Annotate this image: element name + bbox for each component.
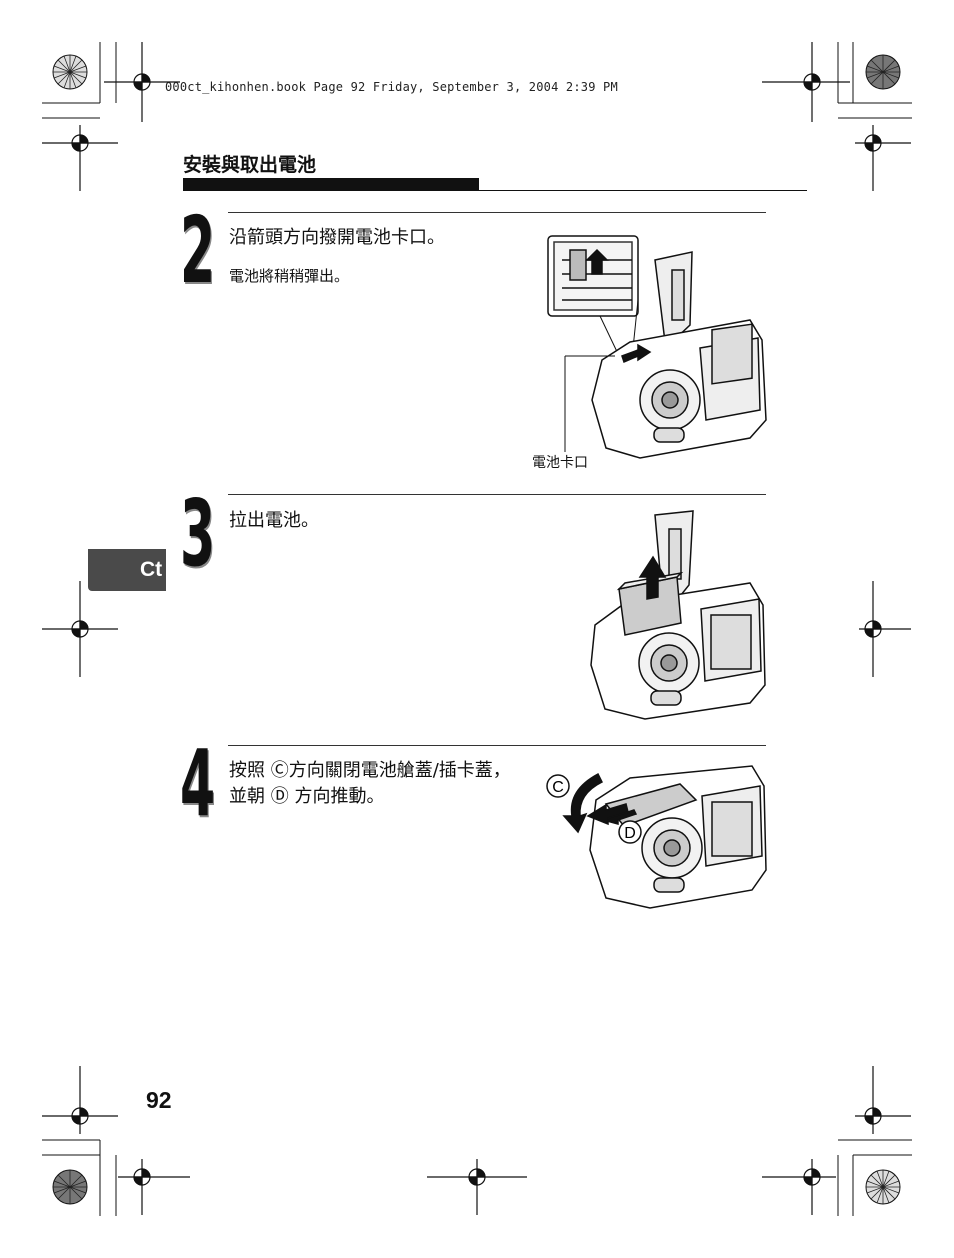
step-2-text: 沿箭頭方向撥開電池卡口。 — [229, 227, 445, 248]
step-3-text: 拉出電池。 — [229, 510, 319, 531]
section-title: 安裝與取出電池 — [183, 154, 317, 176]
title-bar — [183, 178, 479, 191]
camera-illustration-step-2 — [547, 235, 767, 459]
step-3-number: 3 — [180, 480, 216, 587]
step-2-rule — [228, 212, 766, 213]
camera-illustration-step-3 — [590, 510, 766, 720]
camera-illustration-step-4: C D — [546, 765, 767, 909]
callout-battery-latch: 電池卡口 — [532, 455, 588, 471]
title-rule — [479, 190, 807, 191]
print-header: 000ct_kihonhen.book Page 92 Friday, Sept… — [165, 80, 618, 94]
step-2-subtext: 電池將稍稍彈出。 — [229, 267, 350, 285]
step-4-number: 4 — [180, 730, 216, 837]
step-4-line-2: 並朝 Ⓓ 方向推動。 — [229, 786, 385, 807]
chapter-tab — [88, 549, 166, 591]
step-4-rule — [228, 745, 766, 746]
marker-d: D — [624, 825, 636, 842]
step-2-number: 2 — [180, 197, 216, 304]
step-4-line-1: 按照 Ⓒ方向關閉電池艙蓋/插卡蓋， — [229, 760, 511, 781]
page-number: 92 — [146, 1087, 172, 1113]
step-3-rule — [228, 494, 766, 495]
chapter-tab-label: Ct — [140, 558, 163, 581]
marker-c: C — [552, 779, 564, 796]
